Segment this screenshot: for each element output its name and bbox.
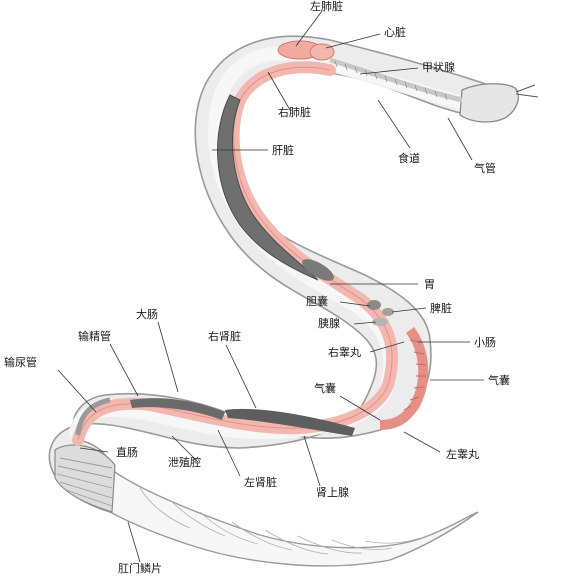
label-left-kidney: 左肾脏 [244, 476, 277, 489]
label-vas-deferens: 输精管 [78, 329, 111, 343]
stomach-shape [302, 259, 334, 281]
leader-right-kidney [225, 344, 257, 409]
spleen-shape [382, 308, 394, 316]
leader-rectum [79, 447, 109, 453]
leader-pancreas [353, 321, 377, 325]
label-air-sac-right: 气囊 [488, 373, 510, 387]
leader-adrenal [303, 435, 321, 487]
leader-thyroid [359, 67, 419, 75]
label-air-sac-upper: 气囊 [314, 381, 336, 395]
label-trachea: 气管 [474, 161, 496, 175]
gut-tract [72, 61, 399, 446]
leader-left-testis [403, 431, 441, 453]
leader-gallbladder [339, 301, 371, 307]
leader-large-intestine [157, 321, 179, 393]
leader-anal-scale [127, 521, 141, 563]
tail-scale-lines [139, 487, 421, 555]
label-thyroid: 甲状腺 [422, 60, 455, 74]
label-heart: 心脏 [384, 26, 406, 39]
leader-trachea [447, 117, 473, 161]
left-kidney-shape [130, 398, 225, 420]
leader-ureter [57, 369, 97, 413]
label-right-kidney: 右肾脏 [208, 329, 241, 343]
label-ureter: 输尿管 [4, 355, 37, 369]
label-liver: 肝脏 [272, 144, 294, 157]
label-right-lung: 右肺脏 [278, 105, 311, 119]
leader-vas-deferens [109, 343, 139, 397]
label-esophagus: 食道 [398, 151, 420, 165]
head [459, 83, 519, 123]
label-anal-scale: 肛门鳞片 [118, 561, 162, 575]
anal-scale-block [54, 444, 116, 513]
label-spleen: 脾脏 [430, 301, 452, 315]
leader-right-testis [369, 341, 405, 353]
label-pancreas: 胰腺 [318, 316, 340, 330]
label-stomach: 胃 [424, 278, 435, 291]
leader-cloaca [171, 435, 199, 463]
tail [109, 468, 479, 567]
label-large-intestine: 大肠 [136, 307, 158, 321]
leader-esophagus [377, 99, 411, 149]
label-gallbladder: 胆囊 [306, 294, 328, 308]
leader-right-lung [267, 71, 291, 111]
gallbladder-shape [367, 300, 381, 310]
organs [72, 40, 463, 446]
leader-spleen [391, 307, 427, 313]
label-cloaca: 泄殖腔 [168, 455, 201, 469]
label-left-lung: 左肺脏 [310, 0, 343, 13]
pancreas-shape [372, 318, 388, 326]
label-left-testis: 左睾丸 [446, 447, 479, 461]
leader-heart [325, 33, 381, 49]
right-kidney-shape [225, 408, 355, 436]
label-right-testis: 右睾丸 [328, 345, 361, 359]
leader-left-kidney [217, 429, 241, 477]
leader-air-sac-upper [339, 395, 381, 421]
label-adrenal: 肾上腺 [316, 485, 349, 499]
leader-lines [57, 10, 484, 563]
label-rectum: 直肠 [116, 445, 138, 459]
label-small-intestine: 小肠 [474, 336, 496, 349]
liver-shape [217, 94, 319, 281]
heart-shape [309, 43, 335, 61]
tongue [515, 84, 539, 98]
small-intestine-shape [379, 327, 429, 430]
labels: 左肺脏 心脏 甲状腺 右肺脏 肝脏 食道 气管 胃 胆囊 脾脏 胰腺 小肠 右睾… [4, 0, 510, 575]
large-intestine-shape [75, 397, 111, 436]
leader-left-lung [295, 10, 323, 47]
